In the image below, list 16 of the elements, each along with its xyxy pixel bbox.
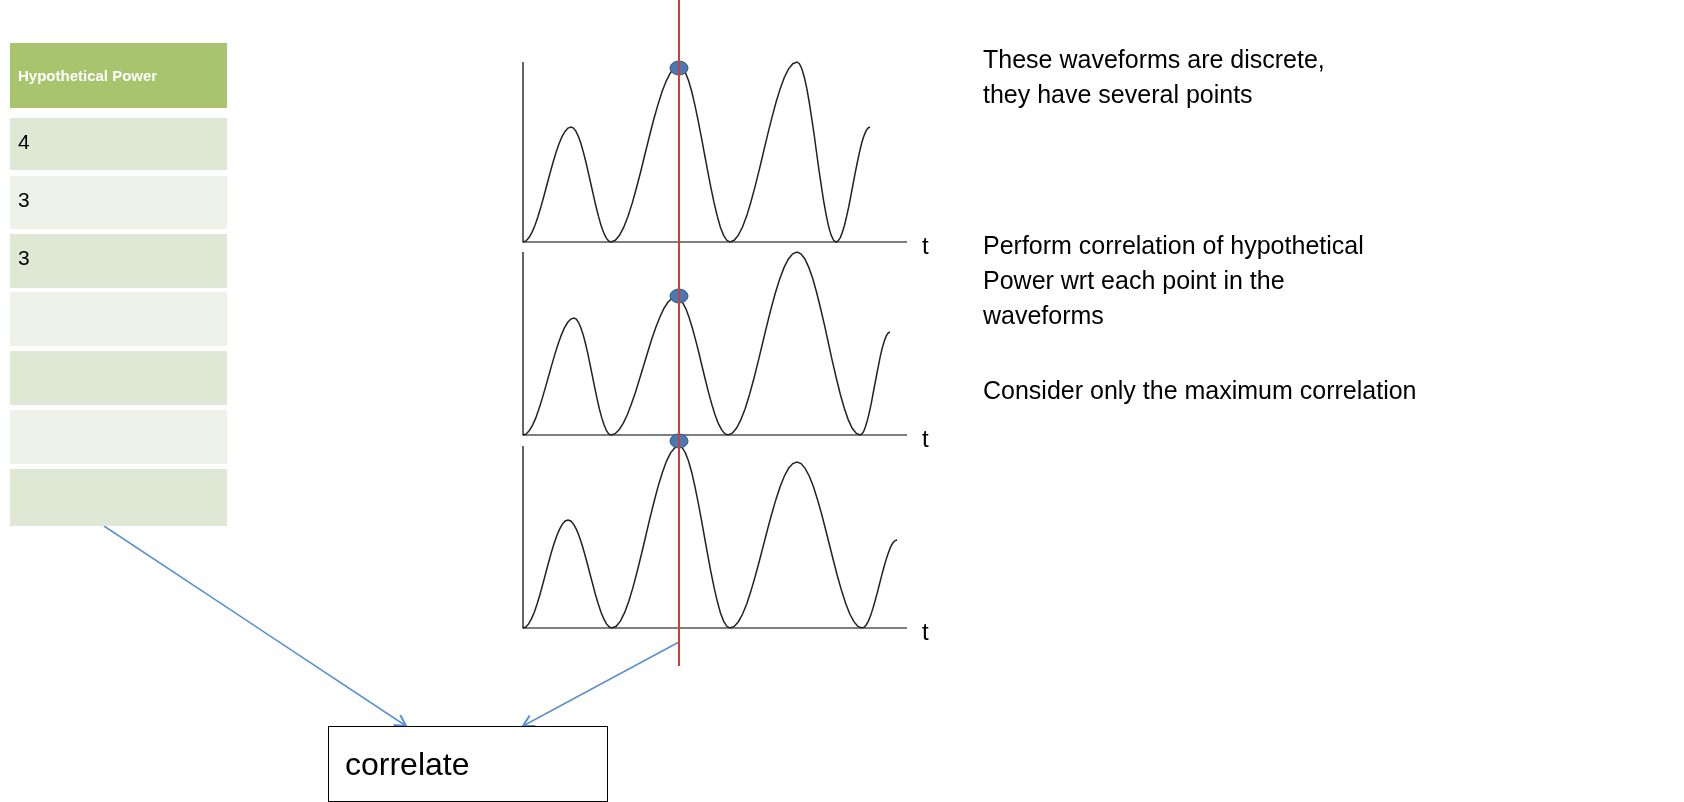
axis-label: t	[922, 617, 929, 647]
table-cell: 3	[10, 234, 227, 288]
cursor-line	[678, 0, 680, 666]
process-box: correlate	[328, 726, 608, 802]
arrow	[103, 525, 408, 727]
axis-label: t	[922, 231, 929, 261]
table-cell	[10, 469, 227, 526]
table-cell	[10, 351, 227, 405]
note-text: These waveforms are discrete, they have several points	[983, 44, 1326, 110]
table-cell: 3	[10, 176, 227, 229]
table-cell: 4	[10, 118, 227, 170]
note-text: Consider only the maximum correlation	[983, 375, 1418, 406]
note-text: Perform correlation of hypothetical Power wrt each point in the waveforms	[983, 230, 1365, 331]
arrow	[521, 641, 680, 728]
header-cell: Hypothetical Power	[10, 43, 227, 108]
axis-label: t	[922, 424, 929, 454]
